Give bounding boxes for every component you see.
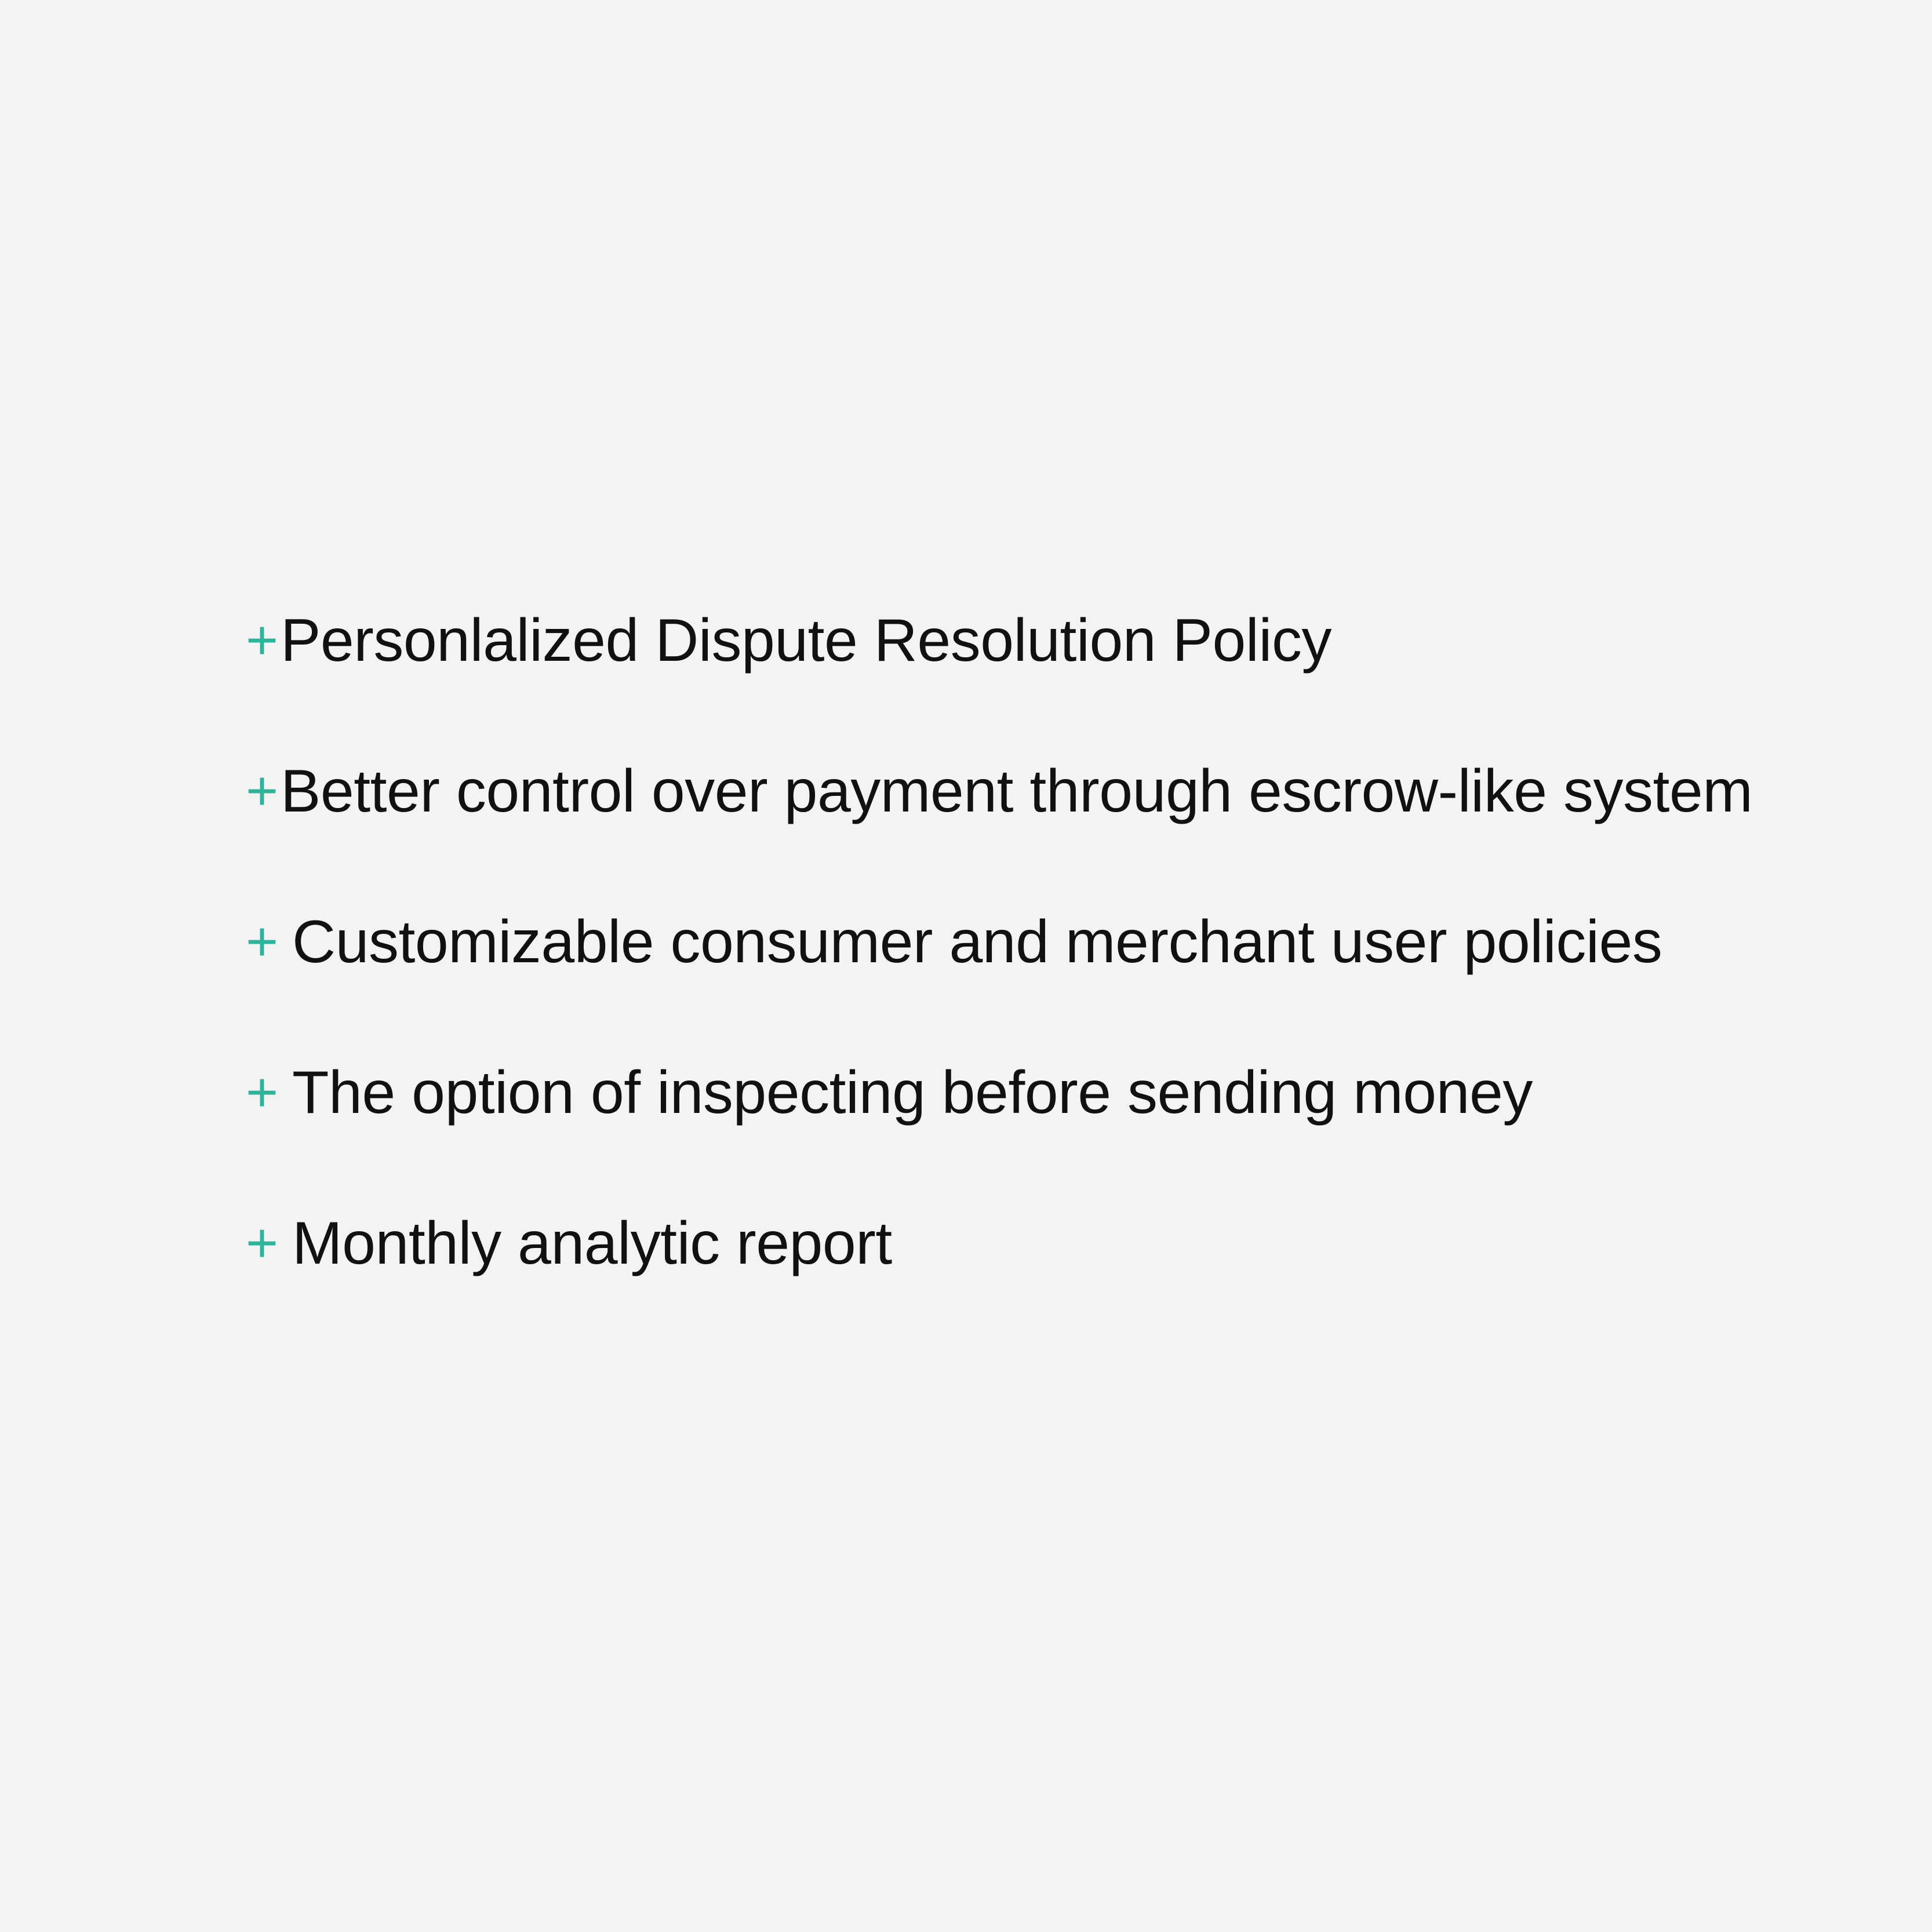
feature-label: Monthly analytic report: [292, 1210, 892, 1277]
feature-item-payment-control: + Better control over payment through es…: [246, 754, 1753, 829]
feature-item-dispute-resolution: + Personlalized Dispute Resolution Polic…: [246, 603, 1332, 678]
feature-item-monthly-report: + Monthly analytic report: [246, 1206, 892, 1281]
plus-icon: +: [246, 609, 279, 671]
feature-item-inspection-option: + The option of inspecting before sendin…: [246, 1055, 1533, 1130]
feature-label: Better control over payment through escr…: [281, 758, 1753, 825]
feature-label: Customizable consumer and merchant user …: [292, 908, 1662, 976]
plus-icon: +: [246, 760, 279, 822]
feature-label: The option of inspecting before sending …: [292, 1059, 1533, 1126]
plus-icon: +: [246, 911, 279, 973]
plus-icon: +: [246, 1212, 279, 1274]
feature-label: Personlalized Dispute Resolution Policy: [281, 607, 1332, 674]
feature-item-user-policies: + Customizable consumer and merchant use…: [246, 904, 1662, 980]
plus-icon: +: [246, 1061, 279, 1123]
